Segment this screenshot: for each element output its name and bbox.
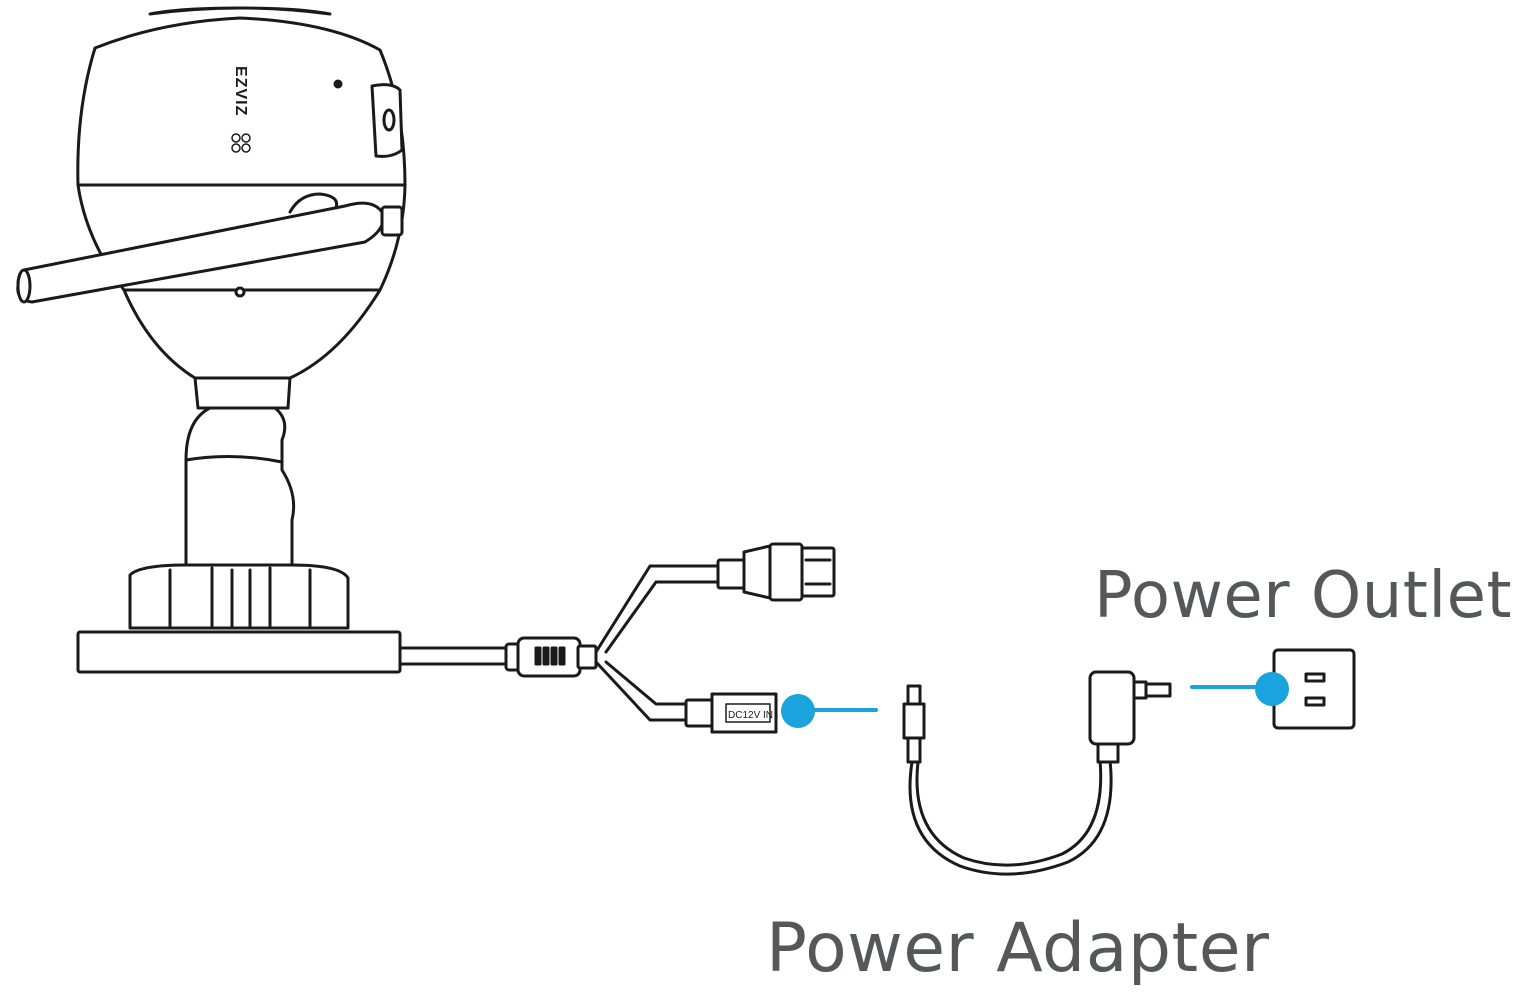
camera-top-cap xyxy=(148,6,332,16)
camera-base-nut xyxy=(128,563,350,630)
power-outlet xyxy=(1272,648,1356,730)
outlet-connection-dot xyxy=(1255,672,1289,706)
cable-branches xyxy=(594,564,722,722)
camera-indicator-dot xyxy=(333,79,343,89)
camera-neck xyxy=(193,376,292,410)
camera: EZVIZ xyxy=(16,6,407,674)
dc-connection-dot xyxy=(781,694,815,728)
power-adapter xyxy=(902,670,1172,876)
power-adapter-label: Power Adapter xyxy=(766,909,1270,988)
camera-head xyxy=(76,16,407,187)
camera-bottom-dome xyxy=(122,288,382,380)
brand-logo xyxy=(231,133,251,153)
network-connector xyxy=(716,542,836,602)
power-outlet-label: Power Outlet xyxy=(1094,559,1513,633)
camera-cable xyxy=(398,646,510,666)
camera-base-plate xyxy=(76,630,402,674)
cable-splitter xyxy=(504,636,598,678)
camera-lens-ring xyxy=(382,108,396,132)
dc-port-label: DC12V IN xyxy=(728,710,773,721)
dc-power-connector xyxy=(684,692,778,734)
brand-text: EZVIZ xyxy=(232,66,249,116)
camera-mount-arm xyxy=(184,406,296,567)
connection-indicators xyxy=(781,672,1289,728)
